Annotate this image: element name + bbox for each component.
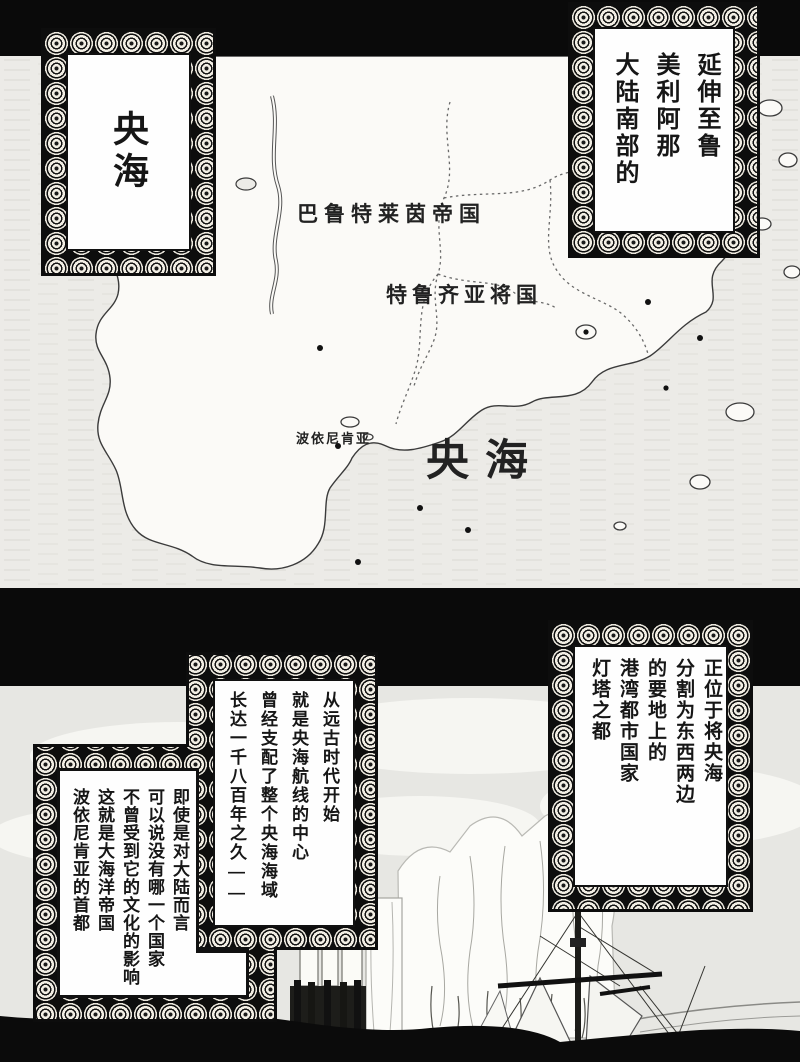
caption-line: 港湾都市国家 <box>617 658 638 784</box>
map-label-empire: 巴鲁特莱茵帝国 <box>297 203 486 226</box>
lake <box>235 177 257 191</box>
caption-inner <box>593 27 735 233</box>
caption-inner-history <box>213 679 355 927</box>
caption-line: 正位于将央海 <box>701 658 722 784</box>
caption-line: 就是央海航线的中心 <box>289 691 308 862</box>
caption-line: 从远古时代开始 <box>320 691 339 824</box>
caption-text-sea-title: 央海 <box>66 53 191 251</box>
caption-inner <box>66 53 191 251</box>
caption-line: 曾经支配了整个央海海域 <box>258 691 277 900</box>
caption-text-lighthouse: 正位于将央海 分割为东西两边 的要地上的 港湾都市国家 灯塔之都 <box>581 658 725 878</box>
caption-line: 央海 <box>108 110 149 194</box>
caption-box-lighthouse <box>548 620 753 912</box>
caption-line: 美利阿那 <box>652 52 679 160</box>
caption-line: 这就是大海洋帝国 <box>95 788 114 932</box>
dotted-borders <box>395 101 679 425</box>
crows-nest <box>570 938 586 947</box>
river <box>269 95 283 315</box>
mast <box>575 908 581 1062</box>
caption-box-compound <box>33 652 378 1022</box>
caption-line: 延伸至鲁 <box>693 52 720 160</box>
caption-box-sea-title <box>41 28 216 276</box>
caption-line: 即使是对大陆而言 <box>170 788 189 932</box>
caption-text-continent: 延伸至鲁 美利阿那 大陆南部的 <box>601 52 727 228</box>
map-label-shogunate: 特鲁齐亚将国 <box>386 284 542 307</box>
water <box>0 1014 800 1062</box>
map-label-poinikaia: 波依尼肯亚 <box>296 431 372 446</box>
islands <box>340 99 800 531</box>
caption-text-capital: 即使是对大陆而言 可以说没有哪一个国家 不曾受到它的文化的影响 这就是大海洋帝国… <box>64 788 192 990</box>
caption-text-history: 从远古时代开始 就是央海航线的中心 曾经支配了整个央海海域 长达一千八百年之久—… <box>219 691 345 915</box>
caption-line: 灯塔之都 <box>589 658 610 742</box>
caption-line: 分割为东西两边 <box>673 658 694 805</box>
caption-line: 大陆南部的 <box>611 52 638 187</box>
caption-line: 波依尼肯亚的首都 <box>70 788 89 932</box>
caption-line: 可以说没有哪一个国家 <box>145 788 164 968</box>
caption-line: 长达一千八百年之久—— <box>227 691 246 904</box>
caption-box-continent <box>568 2 760 258</box>
yard-2 <box>599 985 651 996</box>
caption-line: 的要地上的 <box>645 658 666 763</box>
map-label-sea: 央海 <box>426 437 544 485</box>
yard <box>497 971 663 989</box>
caption-line: 不曾受到它的文化的影响 <box>120 788 139 986</box>
caption-inner <box>573 645 728 887</box>
shoreline-2 <box>639 1015 800 1033</box>
